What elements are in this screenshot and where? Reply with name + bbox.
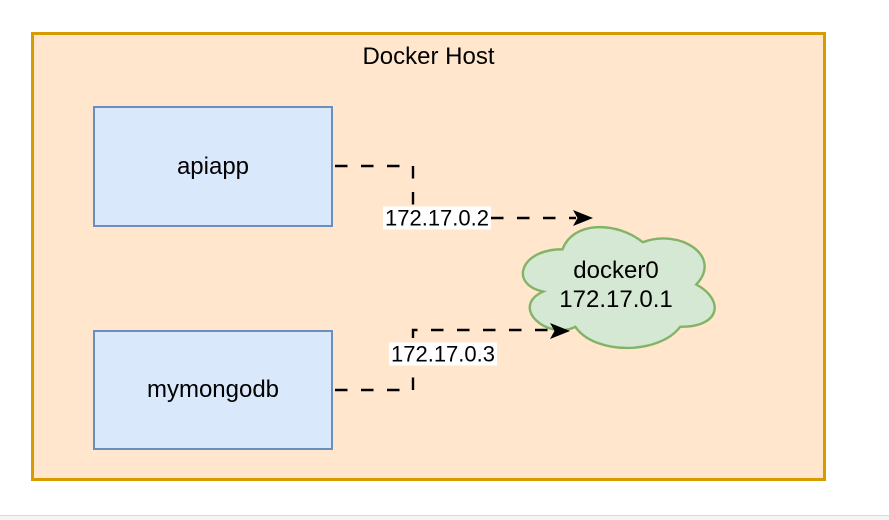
- container-node-apiapp-label: apiapp: [176, 152, 250, 180]
- edge-label-apiapp-ip: 172.17.0.2: [383, 205, 491, 231]
- bridge-cloud-shape: [521, 225, 716, 350]
- connector-apiapp-to-docker0: [335, 164, 576, 220]
- container-node-mymongodb-label: mymongodb: [146, 376, 280, 403]
- page-divider: [0, 515, 889, 520]
- bridge-ip: 172.17.0.1: [559, 285, 673, 313]
- container-node-apiapp: apiapp: [93, 106, 333, 227]
- edge-label-mymongodb-ip: 172.17.0.3: [389, 341, 497, 367]
- connector-apiapp-arrowhead-icon: [573, 210, 593, 226]
- docker-host-title: Docker Host: [362, 43, 495, 70]
- container-node-mymongodb: mymongodb: [93, 330, 333, 450]
- cloud-icon: [521, 225, 716, 350]
- bridge-name: docker0: [573, 256, 659, 284]
- connector-mymongodb-arrowhead-icon: [550, 323, 570, 339]
- bridge-cloud-label: docker0 172.17.0.1: [509, 214, 723, 355]
